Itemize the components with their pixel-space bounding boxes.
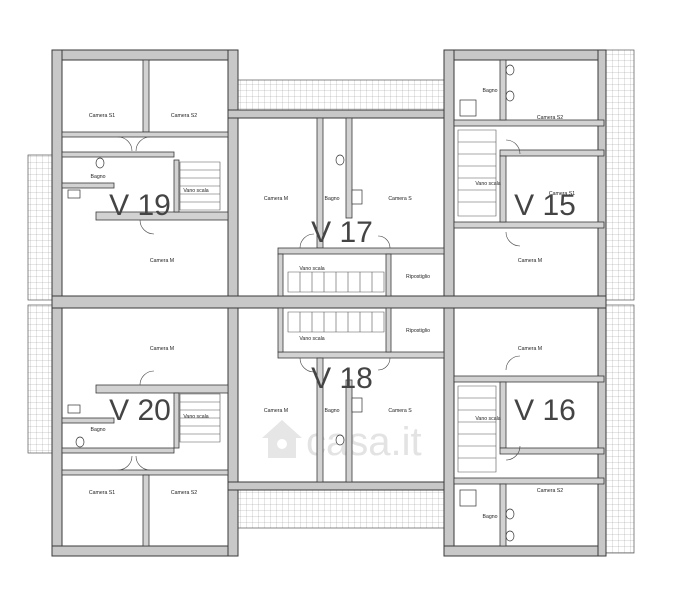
room-camera-s1: Camera S1 bbox=[89, 490, 115, 496]
room-vano-scala: Vano scala bbox=[183, 414, 208, 420]
room-vano-scala: Vano scala bbox=[299, 266, 324, 272]
unit-label-v20: V 20 bbox=[109, 394, 171, 427]
unit-label-v17: V 17 bbox=[311, 216, 373, 249]
inner-walls bbox=[61, 59, 605, 547]
room-camera-m: Camera M bbox=[264, 196, 288, 202]
room-camera-m: Camera M bbox=[518, 258, 542, 264]
room-camera-s: Camera S bbox=[388, 408, 412, 414]
unit-label-v18: V 18 bbox=[311, 362, 373, 395]
terrace-east-bottom bbox=[603, 304, 635, 554]
room-vano-scala: Vano scala bbox=[183, 188, 208, 194]
room-camera-s2: Camera S2 bbox=[537, 488, 563, 494]
room-bagno: Bagno bbox=[90, 427, 105, 433]
room-vano-scala: Vano scala bbox=[475, 416, 500, 422]
room-bagno: Bagno bbox=[90, 174, 105, 180]
bathroom-fixtures bbox=[67, 64, 515, 542]
watermark-text: casa.it bbox=[306, 420, 422, 464]
terrace-south bbox=[237, 487, 445, 529]
unit-label-v15: V 15 bbox=[514, 189, 576, 222]
room-camera-m: Camera M bbox=[150, 258, 174, 264]
doors bbox=[117, 136, 521, 471]
unit-label-v16: V 16 bbox=[514, 394, 576, 427]
terrace-west-bottom bbox=[27, 304, 53, 454]
room-camera-m: Camera M bbox=[264, 408, 288, 414]
room-bagno: Bagno bbox=[324, 408, 339, 414]
terrace-west-top bbox=[27, 154, 53, 301]
room-camera-m: Camera M bbox=[518, 346, 542, 352]
room-camera-s2: Camera S2 bbox=[171, 490, 197, 496]
room-ripostiglio: Ripostiglio bbox=[406, 274, 430, 280]
room-labels: Camera S1 Camera S2 Bagno Vano scala Cam… bbox=[89, 88, 575, 520]
house-icon bbox=[262, 420, 302, 458]
room-vano-scala: Vano scala bbox=[475, 181, 500, 187]
watermark: casa.it bbox=[262, 420, 422, 464]
room-bagno: Bagno bbox=[482, 514, 497, 520]
room-camera-s1: Camera S1 bbox=[89, 113, 115, 119]
room-camera-s2: Camera S2 bbox=[537, 115, 563, 121]
room-ripostiglio: Ripostiglio bbox=[406, 328, 430, 334]
room-bagno: Bagno bbox=[324, 196, 339, 202]
unit-labels: V 19 V 17 V 15 V 20 V 18 V 16 bbox=[109, 189, 576, 427]
room-camera-m: Camera M bbox=[150, 346, 174, 352]
room-vano-scala: Vano scala bbox=[299, 336, 324, 342]
room-camera-s: Camera S bbox=[388, 196, 412, 202]
terrace-east-top bbox=[603, 49, 635, 301]
unit-label-v19: V 19 bbox=[109, 189, 171, 222]
room-camera-s1: Camera S1 bbox=[549, 191, 575, 197]
outer-walls bbox=[51, 49, 607, 557]
terrace-north bbox=[237, 79, 445, 113]
stairs bbox=[179, 129, 497, 473]
room-camera-s2: Camera S2 bbox=[171, 113, 197, 119]
room-bagno: Bagno bbox=[482, 88, 497, 94]
